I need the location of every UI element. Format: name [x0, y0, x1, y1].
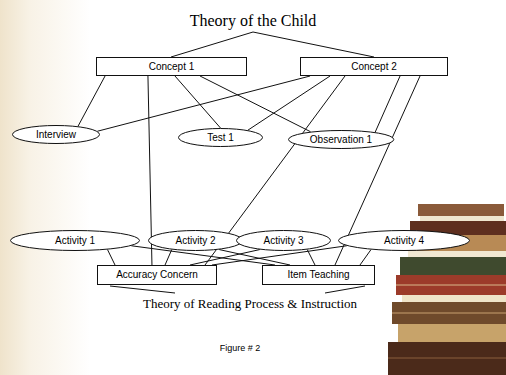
node-label: Activity 4	[384, 235, 424, 247]
book-band	[392, 313, 506, 314]
connector-line	[165, 250, 172, 265]
bracket-line	[171, 32, 253, 57]
book	[398, 324, 506, 342]
concept-box: Concept 1	[96, 57, 247, 76]
concept-box: Accuracy Concern	[97, 265, 217, 285]
bracket-line	[325, 286, 365, 293]
book-pages	[408, 251, 506, 257]
node-label: Interview	[36, 129, 76, 141]
book	[392, 302, 506, 324]
node-label: Item Teaching	[287, 269, 349, 281]
bracket-line	[253, 32, 374, 57]
connector-line	[200, 76, 310, 132]
concept-box: Item Teaching	[262, 265, 375, 285]
method-ellipse: Activity 1	[10, 230, 140, 251]
node-label: Activity 2	[175, 235, 215, 247]
method-ellipse: Activity 2	[148, 230, 243, 251]
method-ellipse: Interview	[12, 125, 100, 144]
book-band	[388, 358, 506, 359]
node-label: Concept 1	[149, 61, 195, 73]
diagram-title: Theory of the Child	[0, 12, 506, 30]
method-ellipse: Test 1	[178, 128, 263, 147]
book-band	[396, 285, 506, 286]
book-pages	[420, 216, 504, 221]
method-ellipse: Activity 4	[338, 230, 470, 251]
connector-line	[97, 76, 310, 131]
node-label: Activity 3	[263, 235, 303, 247]
book-stack	[388, 204, 506, 375]
connector-line	[375, 76, 400, 132]
book	[400, 257, 506, 275]
connector-line	[307, 250, 315, 265]
node-label: Concept 2	[351, 61, 397, 73]
figure-caption: Figure # 2	[0, 343, 480, 353]
concept-box: Concept 2	[300, 57, 448, 76]
node-label: Activity 1	[55, 235, 95, 247]
connector-line	[78, 76, 105, 126]
connector-line	[248, 76, 330, 130]
node-label: Test 1	[207, 132, 234, 144]
book	[418, 204, 504, 216]
connector-line	[108, 250, 116, 265]
book-pages	[402, 295, 506, 302]
connector-line	[360, 250, 371, 265]
book	[396, 275, 506, 295]
connector-line	[175, 76, 221, 128]
method-ellipse: Observation 1	[288, 130, 394, 149]
node-label: Observation 1	[310, 134, 372, 146]
bracket-line	[110, 286, 175, 293]
method-ellipse: Activity 3	[236, 230, 331, 251]
node-label: Accuracy Concern	[116, 269, 198, 281]
theory-label: Theory of Reading Process & Instruction	[0, 296, 500, 311]
book	[388, 342, 506, 375]
